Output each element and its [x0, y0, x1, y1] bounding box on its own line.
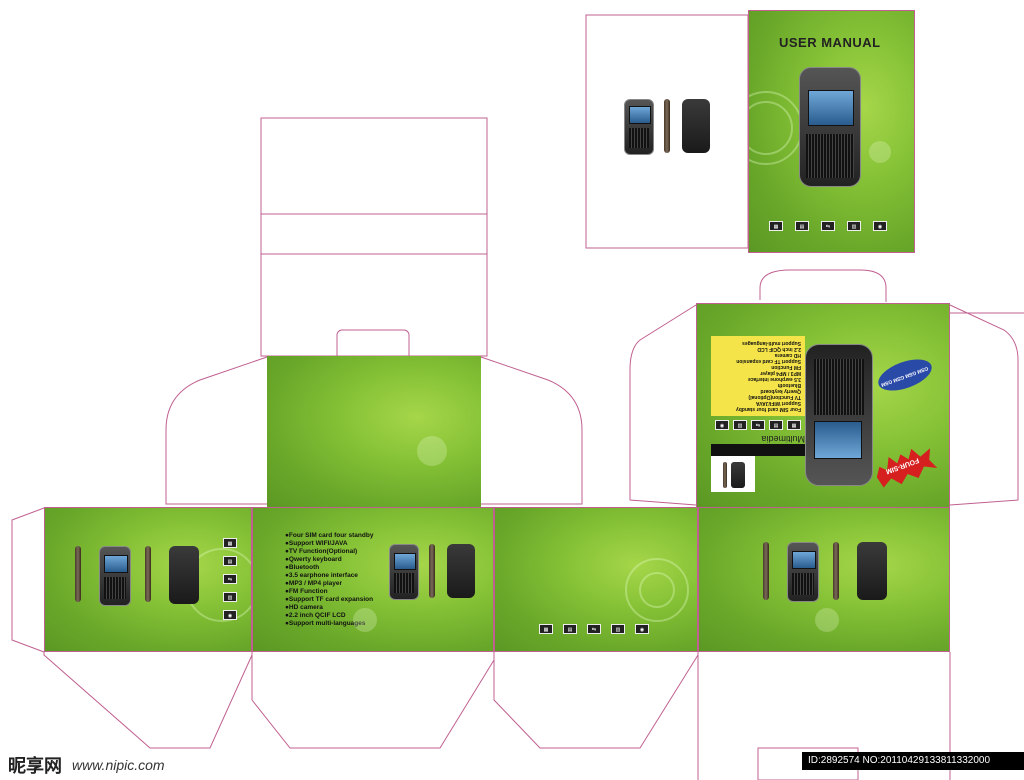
camera-icon: ◉ [635, 624, 649, 634]
card-icon: ▤ [223, 556, 237, 566]
box-front-panel: ●Four SIM card four standby●Support WIFI… [252, 507, 494, 652]
lid-feature-item: Four SIM card four standby [735, 406, 801, 412]
product-thumbnail [711, 456, 755, 492]
hdmi-icon: ⇆ [821, 221, 835, 231]
camera-icon: ◉ [873, 221, 887, 231]
lid-feature-item: FM Function [771, 364, 801, 370]
box-lid-panel: Multimedia ◉ ▥ ⇆ ▤ ▦ Four SIM card four … [696, 303, 950, 508]
feature-item: ●Support multi-languages [285, 620, 366, 627]
phone-side-image [429, 544, 435, 598]
memory-icon: ▦ [223, 538, 237, 548]
manual-title: USER MANUAL [779, 35, 881, 50]
card-icon: ▤ [795, 221, 809, 231]
feature-item: ●Qwerty keyboard [285, 556, 342, 563]
feature-icons-row: ▦ ▤ ⇆ ▥ ◉ [769, 221, 887, 231]
phone-front-image [99, 546, 131, 606]
phone-side-image [145, 546, 151, 602]
camera-icon: ◉ [715, 420, 729, 430]
lid-feature-item: Support TF card expansion [736, 358, 801, 364]
watermark-url: www.nipic.com [72, 757, 165, 773]
lid-feature-item: Bluetooth [777, 382, 801, 388]
camera-icon: ◉ [223, 610, 237, 620]
memory-icon: ▦ [787, 420, 801, 430]
feature-item: ●2.2 inch QCIF LCD [285, 612, 346, 619]
sim-icon: ▥ [847, 221, 861, 231]
feature-item: ●Support WIFI/JAVA [285, 540, 348, 547]
feature-item: ●Bluetooth [285, 564, 320, 571]
phone-back-image [447, 544, 475, 598]
phone-side-image [833, 542, 839, 600]
watermark-id: ID:2892574 NO:20110429133811332000 [808, 755, 991, 766]
manual-cover: USER MANUAL ▦ ▤ ⇆ ▥ ◉ [748, 10, 915, 253]
phone-side-image [763, 542, 769, 600]
watermark-id-bar: ID:2892574 NO:20110429133811332000 [802, 752, 1024, 770]
phone-side-image [75, 546, 81, 602]
phone-front-image [787, 542, 819, 602]
bottom-icons-row: ▦ ▤ ⇆ ▥ ◉ [539, 624, 649, 634]
feature-list: ●Four SIM card four standby●Support WIFI… [285, 532, 373, 628]
phone-front-image [389, 544, 419, 600]
lid-icons-row: ◉ ▥ ⇆ ▤ ▦ [715, 420, 801, 430]
feature-item: ●3.5 earphone interface [285, 572, 358, 579]
box-side-panel-left: ▦ ▤ ⇆ ▥ ◉ [44, 507, 252, 652]
sim-cards-badge: GSM GSM GSM GSM [874, 353, 936, 397]
phone-back-image [682, 99, 710, 153]
memory-icon: ▦ [769, 221, 783, 231]
lid-feature-item: 2.2 inch QCIF LCD [757, 346, 801, 352]
lid-feature-item: 3.5 earphone interface [747, 376, 801, 382]
feature-item: ●Support TF card expansion [285, 596, 374, 603]
card-icon: ▤ [769, 420, 783, 430]
lid-feature-item: Support multi-languages [742, 340, 801, 346]
watermark: 昵享网 www.nipic.com [8, 752, 165, 778]
phone-side-image [664, 99, 670, 153]
phone-front-image [624, 99, 654, 155]
sim-icon: ▥ [733, 420, 747, 430]
phone-back-image [169, 546, 199, 604]
feature-item: ●MP3 / MP4 player [285, 580, 343, 587]
multimedia-label: Multimedia [711, 432, 805, 444]
memory-icon: ▦ [539, 624, 553, 634]
phone-front-image [805, 344, 873, 486]
box-side-panel-middle: ▦ ▤ ⇆ ▥ ◉ [494, 507, 698, 652]
feature-item: ●HD camera [285, 604, 323, 611]
hdmi-icon: ⇆ [223, 574, 237, 584]
lid-feature-item: Support WIFI/JAVA [755, 400, 801, 406]
box-back-panel [698, 507, 950, 652]
black-bar [711, 444, 805, 456]
lid-feature-item: TV Function(Optional) [748, 394, 802, 400]
sim-icon: ▥ [223, 592, 237, 602]
side-icons-column: ▦ ▤ ⇆ ▥ ◉ [223, 538, 237, 620]
sim-badge-text: GSM GSM GSM GSM [880, 364, 929, 388]
hdmi-icon: ⇆ [587, 624, 601, 634]
box-top-panel [267, 356, 481, 508]
feature-item: ●TV Function(Optional) [285, 548, 358, 555]
phone-back-image [857, 542, 887, 600]
multimedia-text: Multimedia [761, 434, 805, 444]
watermark-logo: 昵享网 [8, 756, 62, 776]
phone-front-image [799, 67, 861, 187]
sim-icon: ▥ [611, 624, 625, 634]
hdmi-icon: ⇆ [751, 420, 765, 430]
manual-back-panel [586, 15, 748, 248]
card-icon: ▤ [563, 624, 577, 634]
feature-item: ●FM Function [285, 588, 328, 595]
feature-item: ●Four SIM card four standby [285, 532, 374, 539]
